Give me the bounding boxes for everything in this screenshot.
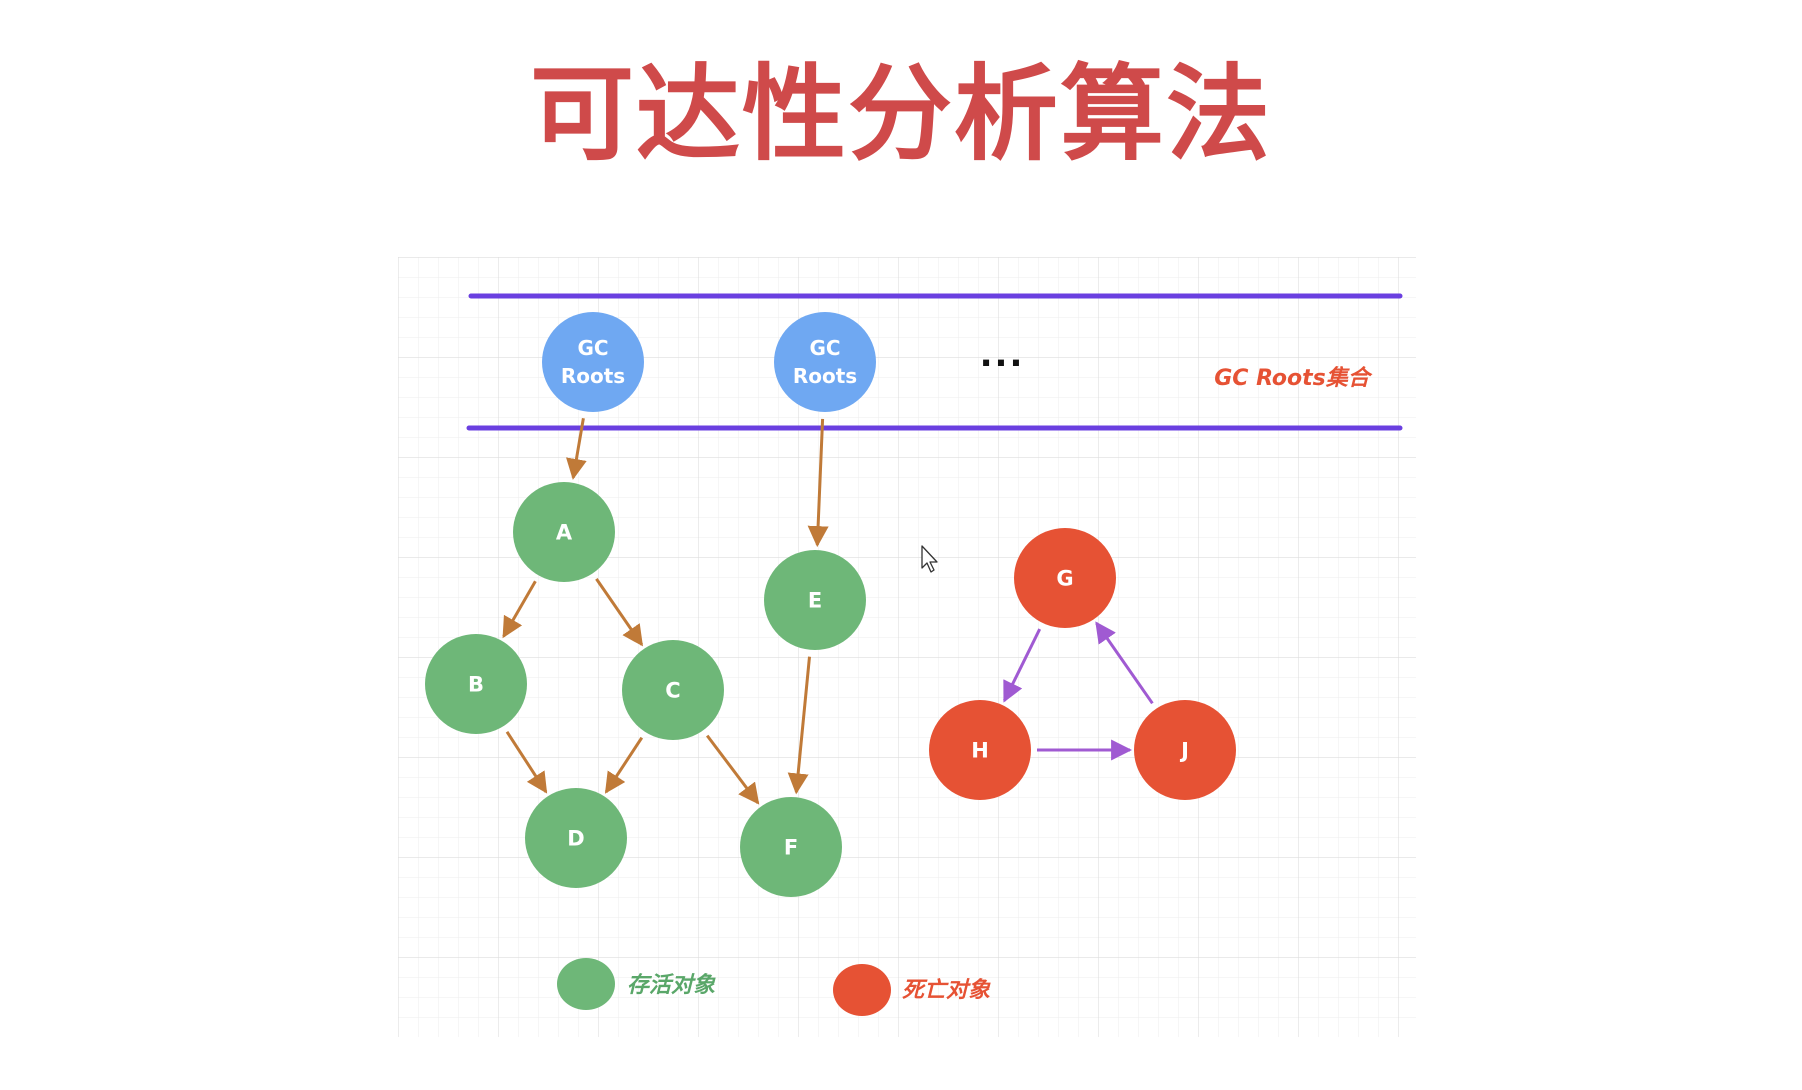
node-circle-j xyxy=(1134,700,1236,800)
node-circle-f xyxy=(740,797,842,897)
node-label-g: G xyxy=(1056,567,1073,591)
node-circle-c xyxy=(622,640,724,740)
edge-j-to-g xyxy=(1095,621,1154,705)
node-circle-e xyxy=(764,550,866,650)
edge-a-to-c xyxy=(595,578,644,647)
node-c: C xyxy=(622,640,724,740)
edge-g-to-h xyxy=(1003,628,1042,703)
edge-b-to-d xyxy=(505,730,548,794)
node-g: G xyxy=(1014,528,1116,628)
legend-dead-label: 死亡对象 xyxy=(902,977,991,1003)
edge-c-to-f xyxy=(706,734,760,805)
node-circle-root1 xyxy=(542,312,644,412)
node-j: J xyxy=(1134,700,1236,800)
node-label-h: H xyxy=(971,739,989,763)
node-d: D xyxy=(525,788,627,888)
edge-root2-to-e xyxy=(807,418,829,548)
roots-ellipsis: ... xyxy=(980,335,1025,375)
node-circle-a xyxy=(513,482,615,582)
edges xyxy=(502,417,1154,805)
node-a: A xyxy=(513,482,615,582)
edge-root1-to-a xyxy=(566,417,587,480)
node-h: H xyxy=(929,700,1031,800)
node-f: F xyxy=(740,797,842,897)
node-label-a: A xyxy=(556,521,573,545)
node-circle-root2 xyxy=(774,312,876,412)
node-circle-h xyxy=(929,700,1031,800)
node-label-b: B xyxy=(468,673,484,697)
node-circle-d xyxy=(525,788,627,888)
legend: 存活对象 死亡对象 xyxy=(557,958,991,1016)
edge-c-to-d xyxy=(604,736,644,794)
node-e: E xyxy=(764,550,866,650)
node-circle-b xyxy=(425,634,527,734)
legend-live-swatch xyxy=(557,958,615,1010)
roots-band-label: GC Roots集合 xyxy=(1214,365,1373,391)
node-label-f: F xyxy=(784,836,798,860)
node-label-c: C xyxy=(665,679,680,703)
node-label-d: D xyxy=(567,827,584,851)
node-label-e: E xyxy=(808,589,822,613)
slide-title: 可达性分析算法 xyxy=(529,53,1272,175)
edge-e-to-f xyxy=(787,656,811,795)
edge-a-to-b xyxy=(502,580,537,639)
node-b: B xyxy=(425,634,527,734)
mouse-cursor-icon xyxy=(921,545,938,573)
node-label-j: J xyxy=(1179,739,1189,763)
legend-live-label: 存活对象 xyxy=(627,972,716,998)
legend-dead-swatch xyxy=(833,964,891,1016)
node-circle-g xyxy=(1014,528,1116,628)
